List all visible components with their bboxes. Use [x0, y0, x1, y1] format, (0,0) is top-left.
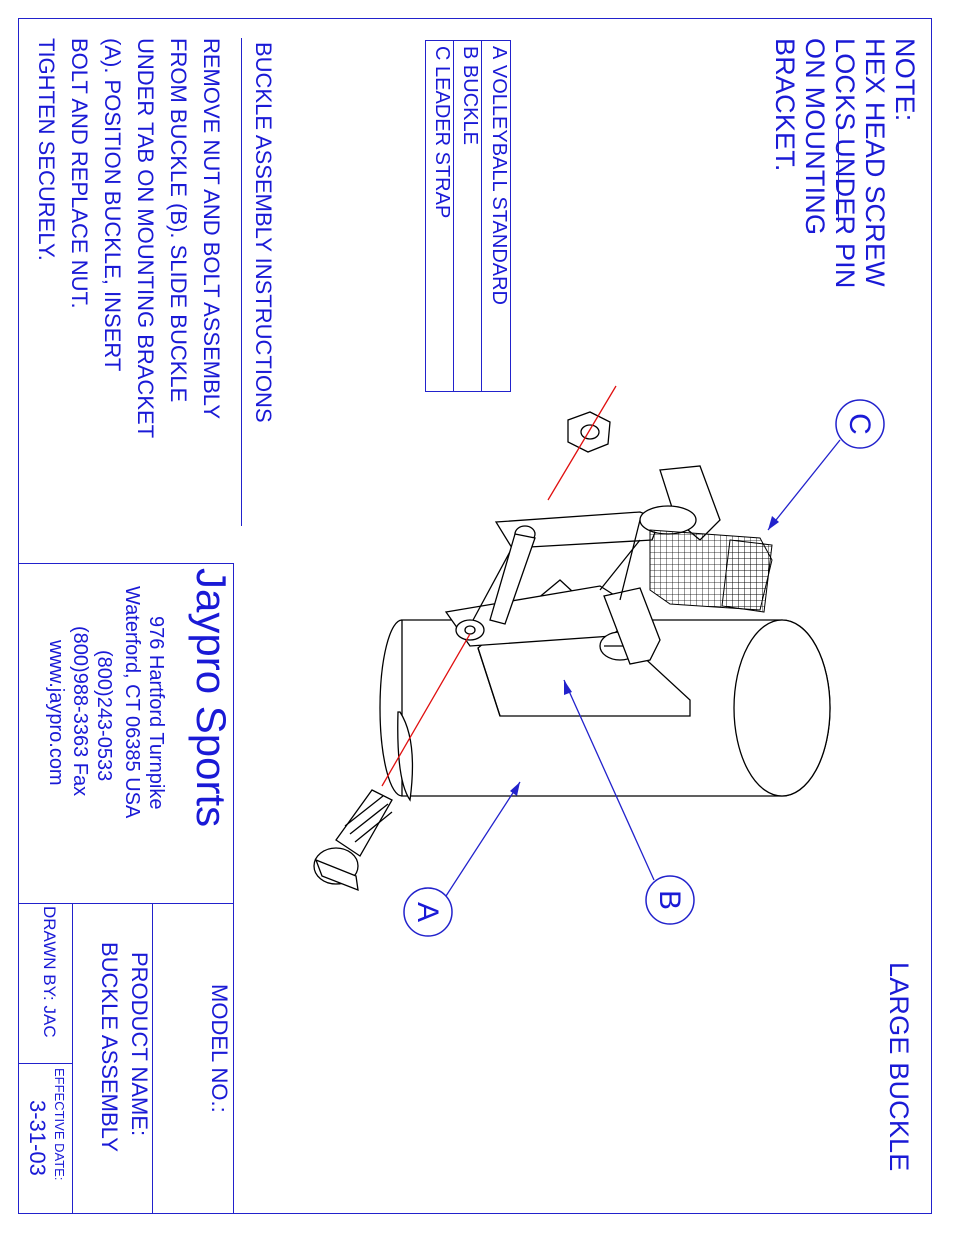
title-block-divider — [152, 903, 153, 1214]
leader-strap — [649, 529, 773, 613]
drawing-frame — [18, 18, 932, 1214]
svg-text:A: A — [411, 902, 444, 922]
callout-a: A — [403, 781, 521, 937]
title-block-divider — [18, 903, 233, 904]
assembly-axis-line — [381, 385, 617, 787]
svg-text:C: C — [843, 413, 876, 435]
instructions-title-underline — [241, 38, 242, 526]
legend-divider — [481, 40, 482, 392]
legend-divider — [453, 40, 454, 392]
title-block-divider — [18, 563, 233, 564]
callout-b: B — [563, 679, 695, 925]
callout-c: C — [767, 399, 885, 531]
title-block-divider — [233, 563, 234, 1214]
note-underline — [838, 128, 839, 222]
title-block-divider — [72, 903, 73, 1214]
svg-text:B: B — [653, 890, 686, 910]
bolt — [313, 789, 393, 892]
legend-box — [425, 40, 511, 392]
title-block-divider — [18, 1063, 72, 1064]
